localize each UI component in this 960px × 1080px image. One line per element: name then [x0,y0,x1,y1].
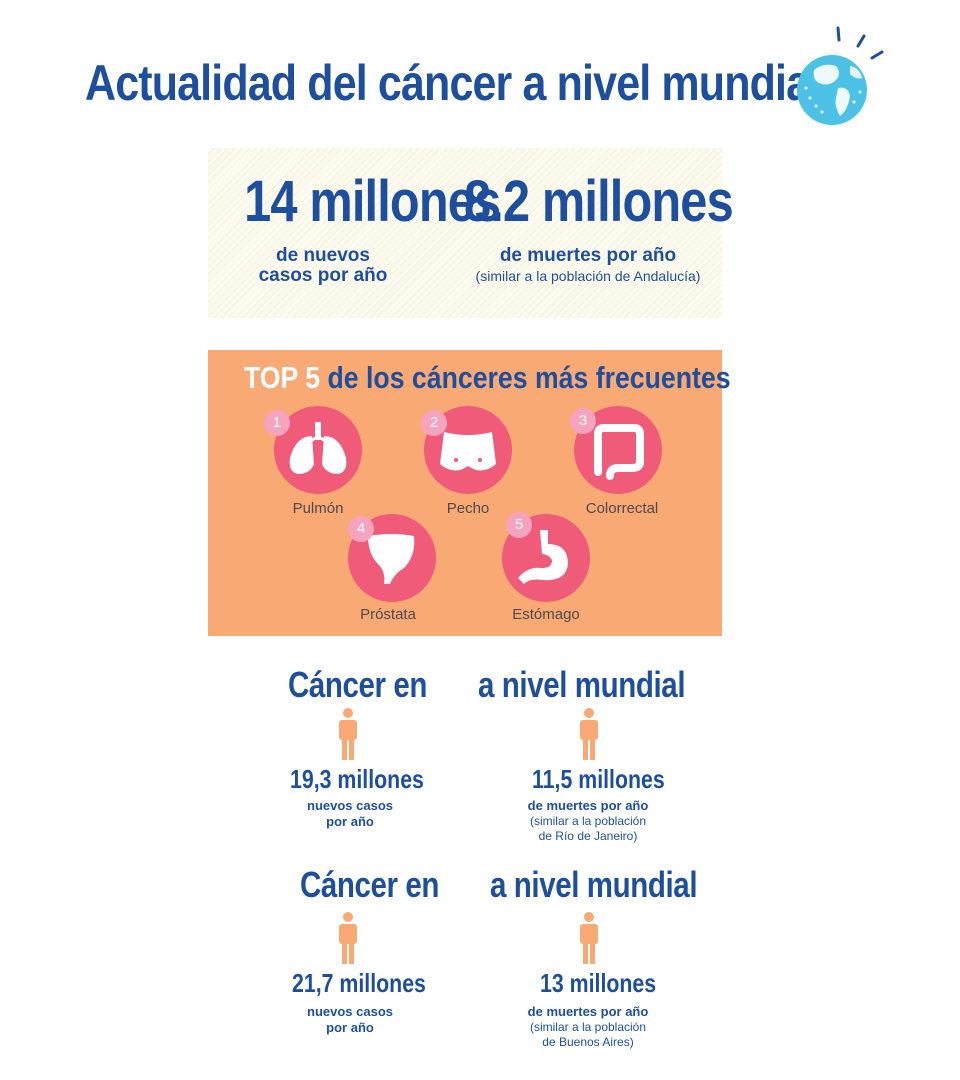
projection-2-deaths-line1: de muertes por año [527,1004,649,1019]
projection-2-cases-line1: nuevos casos [307,1004,393,1019]
organ-label-lungs: Pulmón [292,500,344,517]
breast-icon [440,432,496,471]
projection-2-heading-right: a nivel mundial [490,864,698,905]
rank-badge: 4 [348,516,374,542]
organ-label-colon: Colorrectal [585,500,659,517]
rank-badge: 2 [421,410,447,436]
projection-2-heading-left: Cáncer en [300,864,440,905]
top5-title-highlight: TOP 5 [243,360,321,395]
organ-label-prostate: Próstata [360,606,416,623]
projection-2-cases-line2: por año [326,1020,374,1035]
projection-1-cases-value: 19,3 millones [290,764,424,794]
rank-badge: 3 [570,408,596,434]
rank-badge: 5 [506,512,532,538]
deaths-label: de muertes por año [499,245,677,266]
person-icon [339,912,357,964]
projection-2-deaths-note1: (similar a la población [529,1020,647,1034]
projection-1-cases-line1: nuevos casos [307,798,393,813]
globe-icon [797,26,884,125]
top5-panel: TOP 5 de los cánceres más frecuentes 1 P… [208,350,731,636]
projection-2-deaths-note2: de Buenos Aires) [542,1035,634,1049]
organ-label-stomach: Estómago [512,606,580,623]
projection-2-cases-value: 21,7 millones [292,968,426,998]
lungs-icon [289,422,347,474]
deaths-note: (similar a la población de Andalucía) [475,268,701,284]
top5-title: TOP 5 de los cánceres más frecuentes [243,360,731,396]
page-title: Actualidad del cáncer a nivel mundial [85,55,821,111]
projection-1-deaths-value: 11,5 millones [532,764,665,794]
projection-1-cases-line2: por año [326,814,374,829]
global-stats-panel: 14 millones de nuevos casos por año 8.2 … [208,148,734,318]
new-cases-label-1: de nuevos [276,245,370,266]
stomach-icon [518,530,568,584]
projection-1-deaths-note2: de Río de Janeiro) [538,829,638,843]
projection-1-deaths-note1: (similar a la población [529,814,647,828]
colon-icon [594,424,644,480]
projection-1-heading-left: Cáncer en [288,664,428,705]
person-icon [580,708,598,760]
deaths-value: 8.2 millones [464,169,734,234]
new-cases-value: 14 millones [244,169,501,234]
new-cases-label-2: casos por año [258,265,388,286]
projection-1-heading-right: a nivel mundial [478,664,686,705]
person-icon [580,912,598,964]
rank-badge: 1 [264,410,290,436]
projection-1-deaths-line1: de muertes por año [527,798,649,813]
top5-title-rest: de los cánceres más frecuentes [327,360,731,395]
person-icon [339,708,357,760]
organ-label-breast: Pecho [446,500,490,517]
prostate-icon [368,534,415,584]
projection-2-deaths-value: 13 millones [540,968,657,998]
